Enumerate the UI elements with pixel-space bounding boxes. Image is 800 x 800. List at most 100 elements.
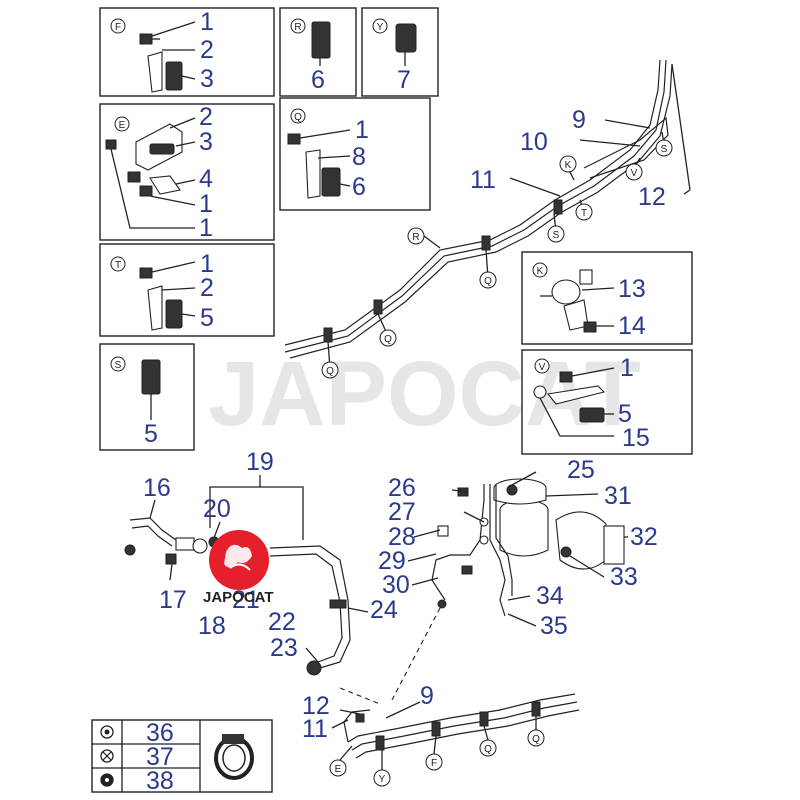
box-s-letter: S: [115, 360, 122, 371]
clip-icon: [579, 407, 605, 423]
legend: 36 37 38: [91, 719, 273, 795]
label-upper-10: 10: [520, 128, 548, 156]
callout-t: T: [581, 208, 587, 219]
label-e-1a: 1: [199, 190, 213, 218]
label-lower-12: 12: [302, 692, 330, 720]
label-s-5: 5: [144, 420, 158, 448]
box-t-letter: T: [115, 260, 121, 271]
callout-q-2: Q: [384, 334, 392, 345]
label-lower-9: 9: [420, 682, 434, 710]
bolt-icon: [139, 33, 160, 45]
detail-box-v: V 1 5 15: [521, 349, 693, 455]
label-16: 16: [143, 474, 171, 502]
detail-box-e: E 2 3 4 1 1: [99, 103, 275, 242]
box-k-letter: K: [537, 266, 544, 277]
clip-icon: [311, 21, 331, 59]
circle-x-icon: [100, 749, 114, 763]
label-lower-11: 11: [302, 715, 328, 743]
label-k-14: 14: [618, 312, 646, 340]
canister-assembly: [407, 471, 628, 627]
detail-box-q: Q 1 8 6: [279, 97, 431, 211]
callout-q-4: Q: [484, 744, 492, 755]
label-34: 34: [536, 582, 564, 610]
bracket-icon: [305, 149, 321, 199]
box-y-letter: Y: [377, 22, 384, 33]
label-k-13: 13: [618, 275, 646, 303]
bolt-icon: [139, 267, 153, 279]
valve-icon: [540, 269, 593, 305]
bracket-icon: [147, 51, 163, 93]
bracket-icon: [147, 285, 163, 331]
label-32: 32: [630, 523, 658, 551]
label-24: 24: [370, 596, 398, 624]
clip-icon: [165, 299, 183, 329]
box-q-letter: Q: [294, 112, 302, 123]
hose-clamp-icon: [214, 734, 254, 780]
label-upper-11: 11: [470, 166, 496, 194]
label-29: 29: [378, 547, 406, 575]
label-25: 25: [567, 456, 595, 484]
legend-label-38: 38: [146, 767, 174, 795]
bracket-icon: [546, 385, 606, 405]
japocat-logo: JAPOCAT: [203, 530, 274, 606]
detail-box-f: F 1 2 3: [99, 7, 275, 97]
detail-box-y: Y 7: [361, 7, 439, 97]
logo-text: JAPOCAT: [203, 589, 274, 606]
label-q-6: 6: [352, 173, 366, 201]
label-33: 33: [610, 563, 638, 591]
label-t-2: 2: [200, 274, 214, 302]
callout-v: V: [631, 168, 638, 179]
label-35: 35: [540, 612, 568, 640]
label-f-3: 3: [200, 65, 214, 93]
detail-box-k: K 13 14: [521, 251, 693, 345]
callout-f: F: [431, 758, 437, 769]
clip-icon: [321, 167, 341, 197]
callout-markers-upper: K V S T S R Q Q Q: [321, 139, 673, 379]
callout-k: K: [565, 160, 572, 171]
clip-icon: [395, 23, 417, 53]
box-e-letter: E: [119, 120, 126, 131]
label-19: 19: [246, 448, 274, 476]
circle-filled-icon: [100, 773, 114, 787]
label-upper-9: 9: [572, 106, 586, 134]
label-upper-12: 12: [638, 183, 666, 211]
label-e-1b: 1: [199, 214, 213, 242]
label-t-5: 5: [200, 304, 214, 332]
box-v-letter: V: [539, 362, 546, 373]
callout-s-2: S: [553, 230, 560, 241]
label-21: 21: [232, 586, 260, 614]
circle-dot-icon: [100, 725, 114, 739]
label-q-8: 8: [352, 143, 366, 171]
label-q-1: 1: [355, 116, 369, 144]
label-e-3: 3: [199, 128, 213, 156]
label-f-2: 2: [200, 36, 214, 64]
callout-s-1: S: [661, 144, 668, 155]
legend-label-37: 37: [146, 743, 174, 771]
detail-box-r: R 6: [279, 7, 357, 97]
detail-box-s: S 5: [99, 343, 195, 451]
label-e-4: 4: [199, 165, 213, 193]
label-22: 22: [268, 608, 296, 636]
label-v-1: 1: [620, 354, 634, 382]
clip-icon: [141, 359, 161, 395]
label-17: 17: [159, 586, 187, 614]
label-23: 23: [270, 634, 298, 662]
lower-fuel-lines: [331, 693, 580, 770]
label-20: 20: [203, 495, 231, 523]
callout-r: R: [412, 232, 419, 243]
bracket-icon: [135, 123, 183, 171]
callout-markers-lower: E Y F Q Q: [329, 729, 545, 787]
label-27: 27: [388, 498, 416, 526]
dashed-connector-2: [339, 687, 381, 705]
bolt-icon: [287, 133, 301, 145]
label-v-5: 5: [618, 400, 632, 428]
label-31: 31: [604, 482, 632, 510]
callout-q-3: Q: [326, 366, 334, 377]
label-t-1: 1: [200, 250, 214, 278]
callout-q-1: Q: [484, 276, 492, 287]
clip-icon: [165, 61, 183, 91]
label-18: 18: [198, 612, 226, 640]
legend-label-36: 36: [146, 719, 174, 747]
box-r-letter: R: [294, 22, 301, 33]
